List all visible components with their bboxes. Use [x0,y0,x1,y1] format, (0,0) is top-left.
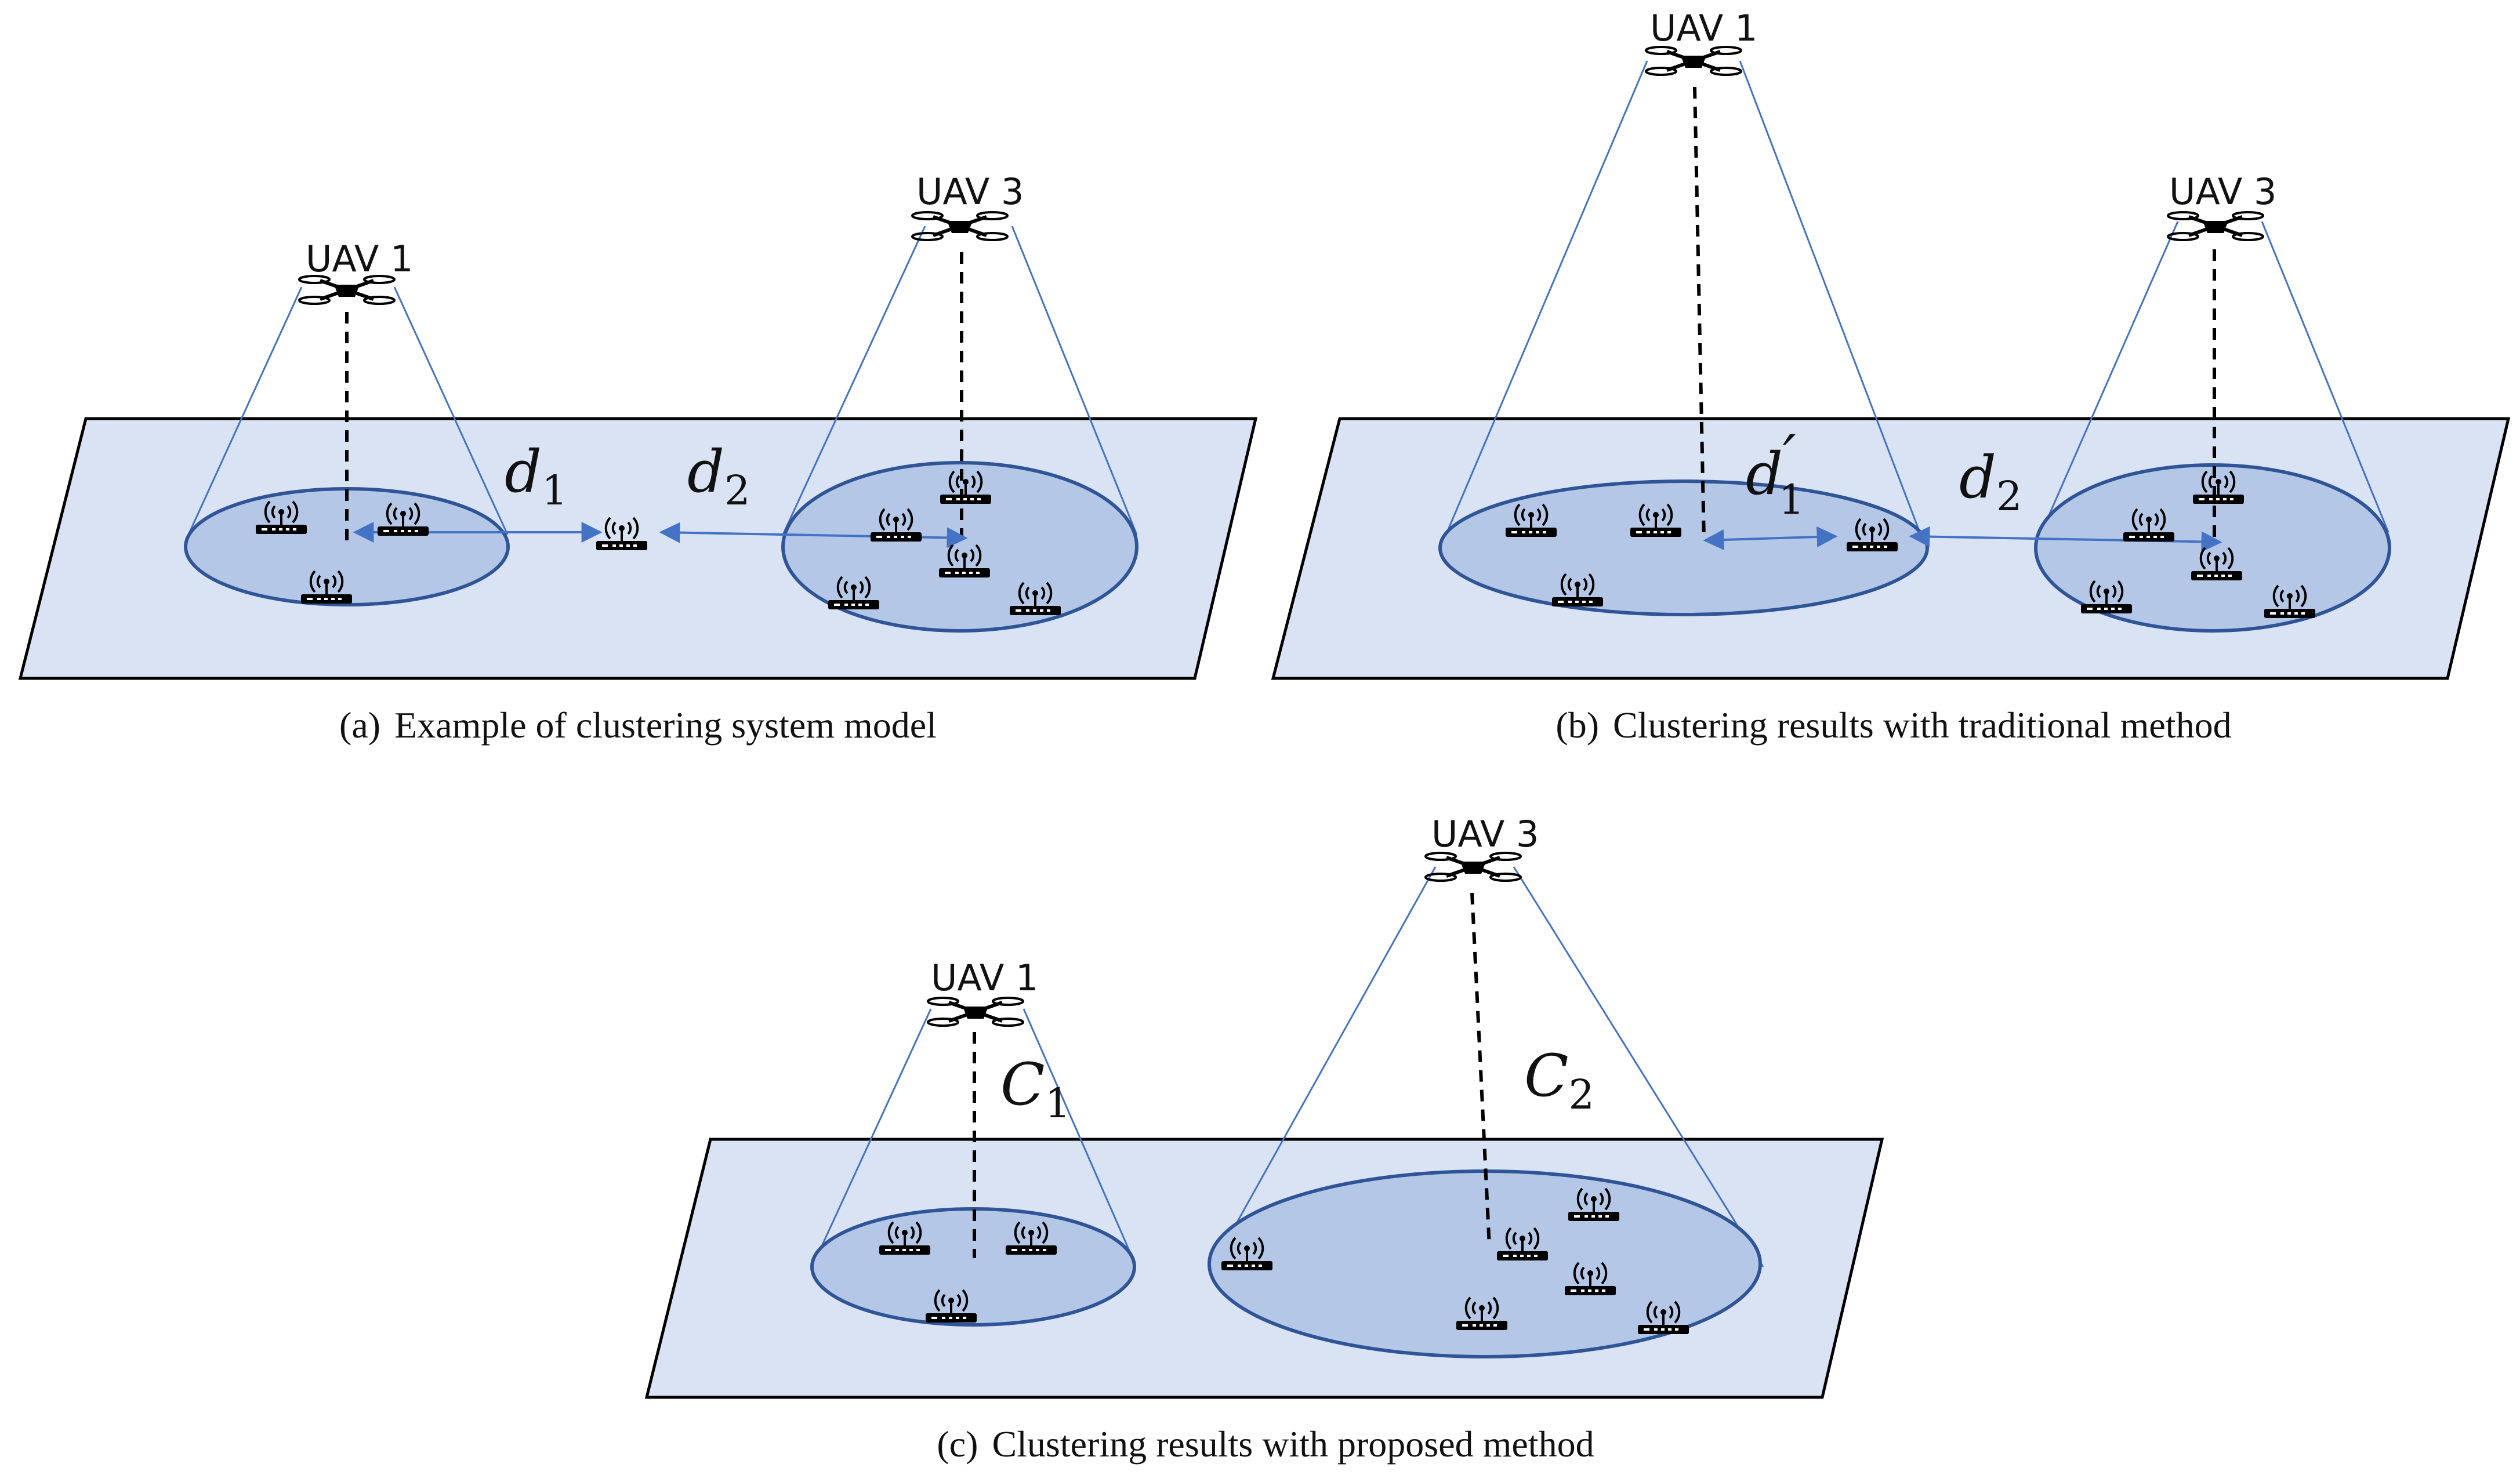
panel-a: UAV 1 UAV 3 d1 d2 (a)Example of clusteri… [18,170,1258,746]
cluster-uav1 [184,487,510,606]
uav3-beam-right [1513,866,1764,1267]
uav1-drone-icon [299,276,394,304]
cluster-c1 [810,1207,1136,1327]
uav1-beam-right [1739,60,1921,533]
uav1-label: UAV 1 [1650,7,1757,49]
distance-arrow-1 [1703,526,1838,550]
uav3-beam-left [782,226,926,535]
caption-a: (a)Example of clustering system model [339,704,937,746]
distance-label-d1: d1 [505,438,568,514]
uav1-beam-right [393,286,509,535]
uav3-beam-right [1011,226,1138,535]
uav3-drone-icon [1426,853,1521,881]
uav3-beam-left [2040,221,2179,533]
uav3-drone-icon [2168,212,2263,240]
panel-c: UAV 1 UAV 3 C1 C2 (c)Clustering results … [644,813,1884,1465]
distance-label-d1-prime: d′1 [1746,423,1804,524]
distance-label-d2: d2 [687,438,750,514]
uav3-beam-right [2261,221,2390,533]
uav1-label: UAV 1 [931,957,1038,999]
panel-b: UAV 1 UAV 3 d′1 d2 (b)Clustering results… [1271,7,2511,746]
uav3-drone-icon [912,212,1007,240]
uav3-label: UAV 3 [1431,813,1539,855]
uav1-label: UAV 1 [306,238,413,280]
cluster-label-c2: C2 [1524,1042,1594,1118]
uav1-beam-left [187,286,303,535]
uav1-beam-left [814,1008,932,1262]
uav1-drone-icon [1646,47,1741,75]
uav3-label: UAV 3 [2169,170,2276,213]
cluster-label-c1: C1 [1000,1051,1071,1127]
uav3-beam-left [1211,866,1437,1267]
caption-b: (b)Clustering results with traditional m… [1555,704,2231,746]
uav1-drone-icon [928,998,1023,1026]
uav1-beam-left [1446,60,1648,533]
uav1-beam-right [1022,1008,1135,1262]
uav1-plumb-line [1693,86,1706,540]
distance-label-d2: d2 [1959,444,2022,520]
uav3-label: UAV 3 [916,170,1024,213]
caption-c: (c)Clustering results with proposed meth… [937,1423,1594,1465]
